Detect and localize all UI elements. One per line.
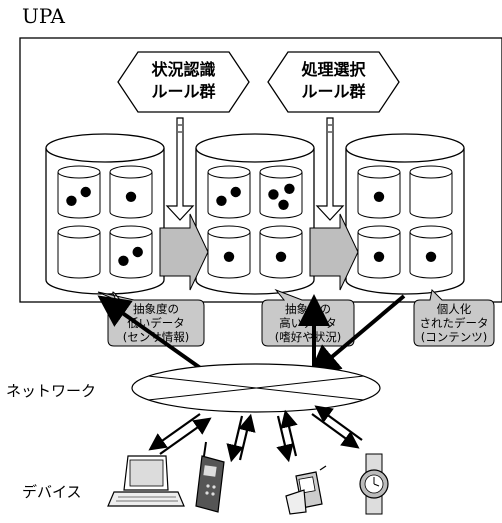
data-cell [409,225,453,279]
connection-arrow [314,405,363,441]
data-cell [109,225,153,279]
callout-line: (センサ情報) [122,330,190,344]
data-dot [230,186,241,198]
delivery-arrow [307,294,406,378]
rule-down-arrow [315,117,345,221]
pda-icon [285,465,327,515]
callout-line: 低いデータ [127,316,185,330]
connection-arrow [238,413,256,461]
rule-label-line: 処理選択 [301,60,366,79]
upload-arrow [97,295,208,374]
data-dot [268,189,279,200]
callout-line: されたデータ [419,316,489,330]
database-cylinder [45,133,165,295]
callout-line: 個人化 [436,302,472,316]
personalized-callout [413,288,495,347]
data-cell [259,165,303,219]
data-dot [373,191,385,202]
upa-boundary [19,37,502,303]
data-dot [284,183,295,194]
callout-line: (嗜好や状況) [274,330,342,344]
situation-rule-hexagon [117,51,250,113]
network-label: ネットワーク [6,382,97,400]
data-cell [357,165,401,219]
personalized-text: 個人化 されたデータ (コンテンツ) [414,302,494,344]
data-cell [57,165,101,219]
callout-line: 抽象度の [133,302,179,316]
data-dot [118,255,129,266]
database-cylinder [345,133,465,295]
rule-label-line: ルール群 [151,82,216,101]
high-abstraction-text: 抽象度の 高いデータ (嗜好や状況) [262,302,354,344]
rule-label-line: ルール群 [301,82,366,101]
connection-arrow [159,417,212,455]
rule-down-arrow [165,117,195,221]
callout-line: 抽象度の [285,302,331,316]
rule-label-line: 状況認識 [151,60,216,79]
connection-arrow [226,415,244,463]
database-cylinder [195,133,315,295]
connection-arrow [276,415,294,463]
data-cell [109,165,153,219]
transfer-arrow [309,213,359,291]
data-dot [223,251,235,262]
data-cell [207,165,251,219]
wristwatch-icon [359,453,389,515]
process-rule-hexagon [267,51,400,113]
situation-rule-label: 状況認識 ルール群 [138,59,229,103]
laptop-icon [107,455,185,507]
upa-label: UPA [22,4,65,28]
data-cell [409,165,453,219]
data-cell [57,225,101,279]
data-dot [275,251,287,262]
data-cell [207,225,251,279]
low-abstraction-text: 抽象度の 低いデータ (センサ情報) [108,302,204,344]
connection-arrow [280,409,298,457]
device-connections [148,405,363,463]
mobile-phone-icon [195,441,225,513]
callout-line: 高いデータ [279,316,337,330]
data-dot [80,186,91,198]
data-dot [373,251,385,262]
data-cell [259,225,303,279]
devices-label: デバイス [22,483,82,501]
transfer-arrow [159,213,209,291]
data-dot [278,199,289,210]
data-dot [125,191,137,202]
process-rule-label: 処理選択 ルール群 [288,59,379,103]
data-dot [132,246,143,258]
data-dot [216,195,227,206]
data-dot [66,195,77,206]
data-cell [357,225,401,279]
data-dot [425,251,437,262]
network-ellipse [131,363,381,413]
callout-line: (コンテンツ) [420,330,488,344]
connection-arrow [148,413,201,451]
